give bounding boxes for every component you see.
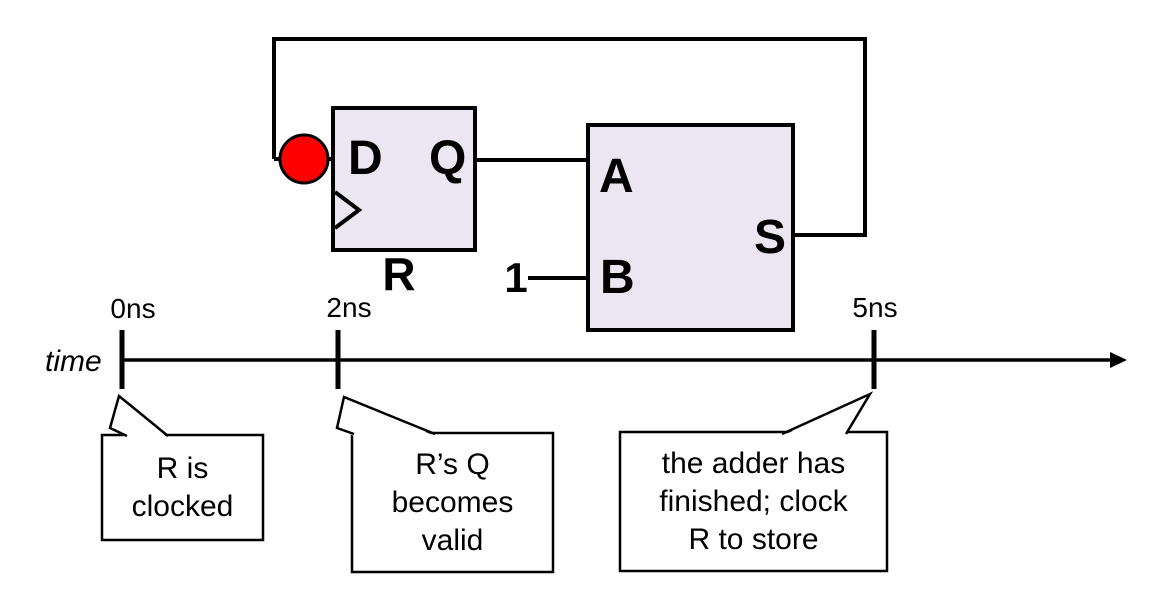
callout-box-5ns <box>618 430 889 573</box>
callout-tail-0ns <box>110 396 168 438</box>
callout-note-0ns: R is clocked <box>131 451 234 523</box>
register-d-label: D <box>348 132 383 185</box>
callout-tail-0ns-outline <box>108 393 169 438</box>
callout-tail-5ns-outline <box>781 391 874 436</box>
callout-box-0ns <box>100 433 265 542</box>
callout-note-2ns: R’s Q becomes valid <box>391 447 514 557</box>
tick-label-0ns: 0ns <box>110 293 155 324</box>
callout-box-2ns <box>350 431 555 574</box>
constant-one-label: 1 <box>504 254 527 301</box>
adder-box <box>586 123 795 332</box>
timeline-axis-label: time <box>45 345 102 378</box>
register-q-label: Q <box>429 132 466 185</box>
adder-a-label: A <box>599 150 634 203</box>
register-name-label: R <box>382 248 415 300</box>
clock-triangle-icon <box>333 190 363 230</box>
tick-label-5ns: 5ns <box>852 292 897 323</box>
register-box <box>331 106 477 252</box>
timeline-arrowhead-icon <box>1110 352 1127 368</box>
clock-input-dot <box>278 133 330 185</box>
adder-b-label: B <box>600 251 635 304</box>
feedback-wire <box>272 37 867 237</box>
callout-tail-2ns <box>337 397 435 436</box>
callout-tail-2ns-outline <box>335 395 436 436</box>
adder-s-label: S <box>754 211 786 264</box>
tick-label-2ns: 2ns <box>326 292 371 323</box>
callout-note-5ns: the adder has finished; clock R to store <box>659 446 848 556</box>
